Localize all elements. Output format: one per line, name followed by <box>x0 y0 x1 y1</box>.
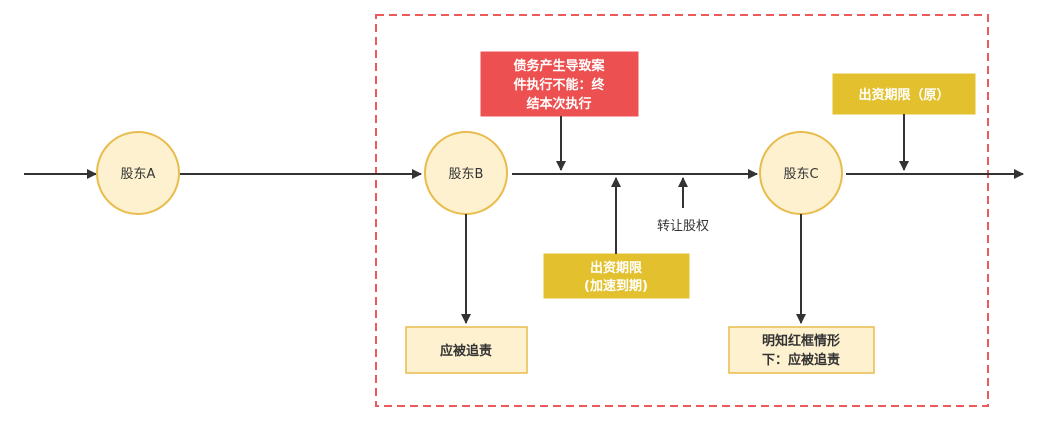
shareholder-c-label: 股东C <box>783 167 818 182</box>
note-deadline-original: 出资期限（原） <box>832 73 976 115</box>
c-liable-line-1: 明知红框情形 <box>762 333 840 349</box>
c-liable-line-2: 下：应被追责 <box>762 352 840 368</box>
note-deadline-accelerated: 出资期限 (加速到期) <box>543 253 690 299</box>
b-liable-label: 应被追责 <box>440 343 492 359</box>
deadline-accelerated-line-2: (加速到期) <box>584 278 648 294</box>
note-b-liable: 应被追责 <box>405 326 528 374</box>
node-shareholder-b: 股东B <box>424 131 508 215</box>
note-c-liable: 明知红框情形 下：应被追责 <box>728 326 875 374</box>
note-execution-terminated: 债务产生导致案 件执行不能：终 结本次执行 <box>480 51 639 117</box>
red-note-line-1: 债务产生导致案 <box>513 58 605 74</box>
red-note-line-2: 件执行不能：终 <box>513 77 605 93</box>
node-shareholder-c: 股东C <box>759 131 843 215</box>
shareholder-b-label: 股东B <box>449 167 484 182</box>
transfer-equity-label: 转让股权 <box>657 218 709 234</box>
node-shareholder-a: 股东A <box>96 131 180 215</box>
dashed-red-frame <box>375 14 989 407</box>
shareholder-a-label: 股东A <box>121 167 156 182</box>
deadline-accelerated-line-1: 出资期限 <box>590 260 643 276</box>
deadline-original-label: 出资期限（原） <box>858 87 949 103</box>
red-note-line-3: 结本次执行 <box>526 96 591 112</box>
